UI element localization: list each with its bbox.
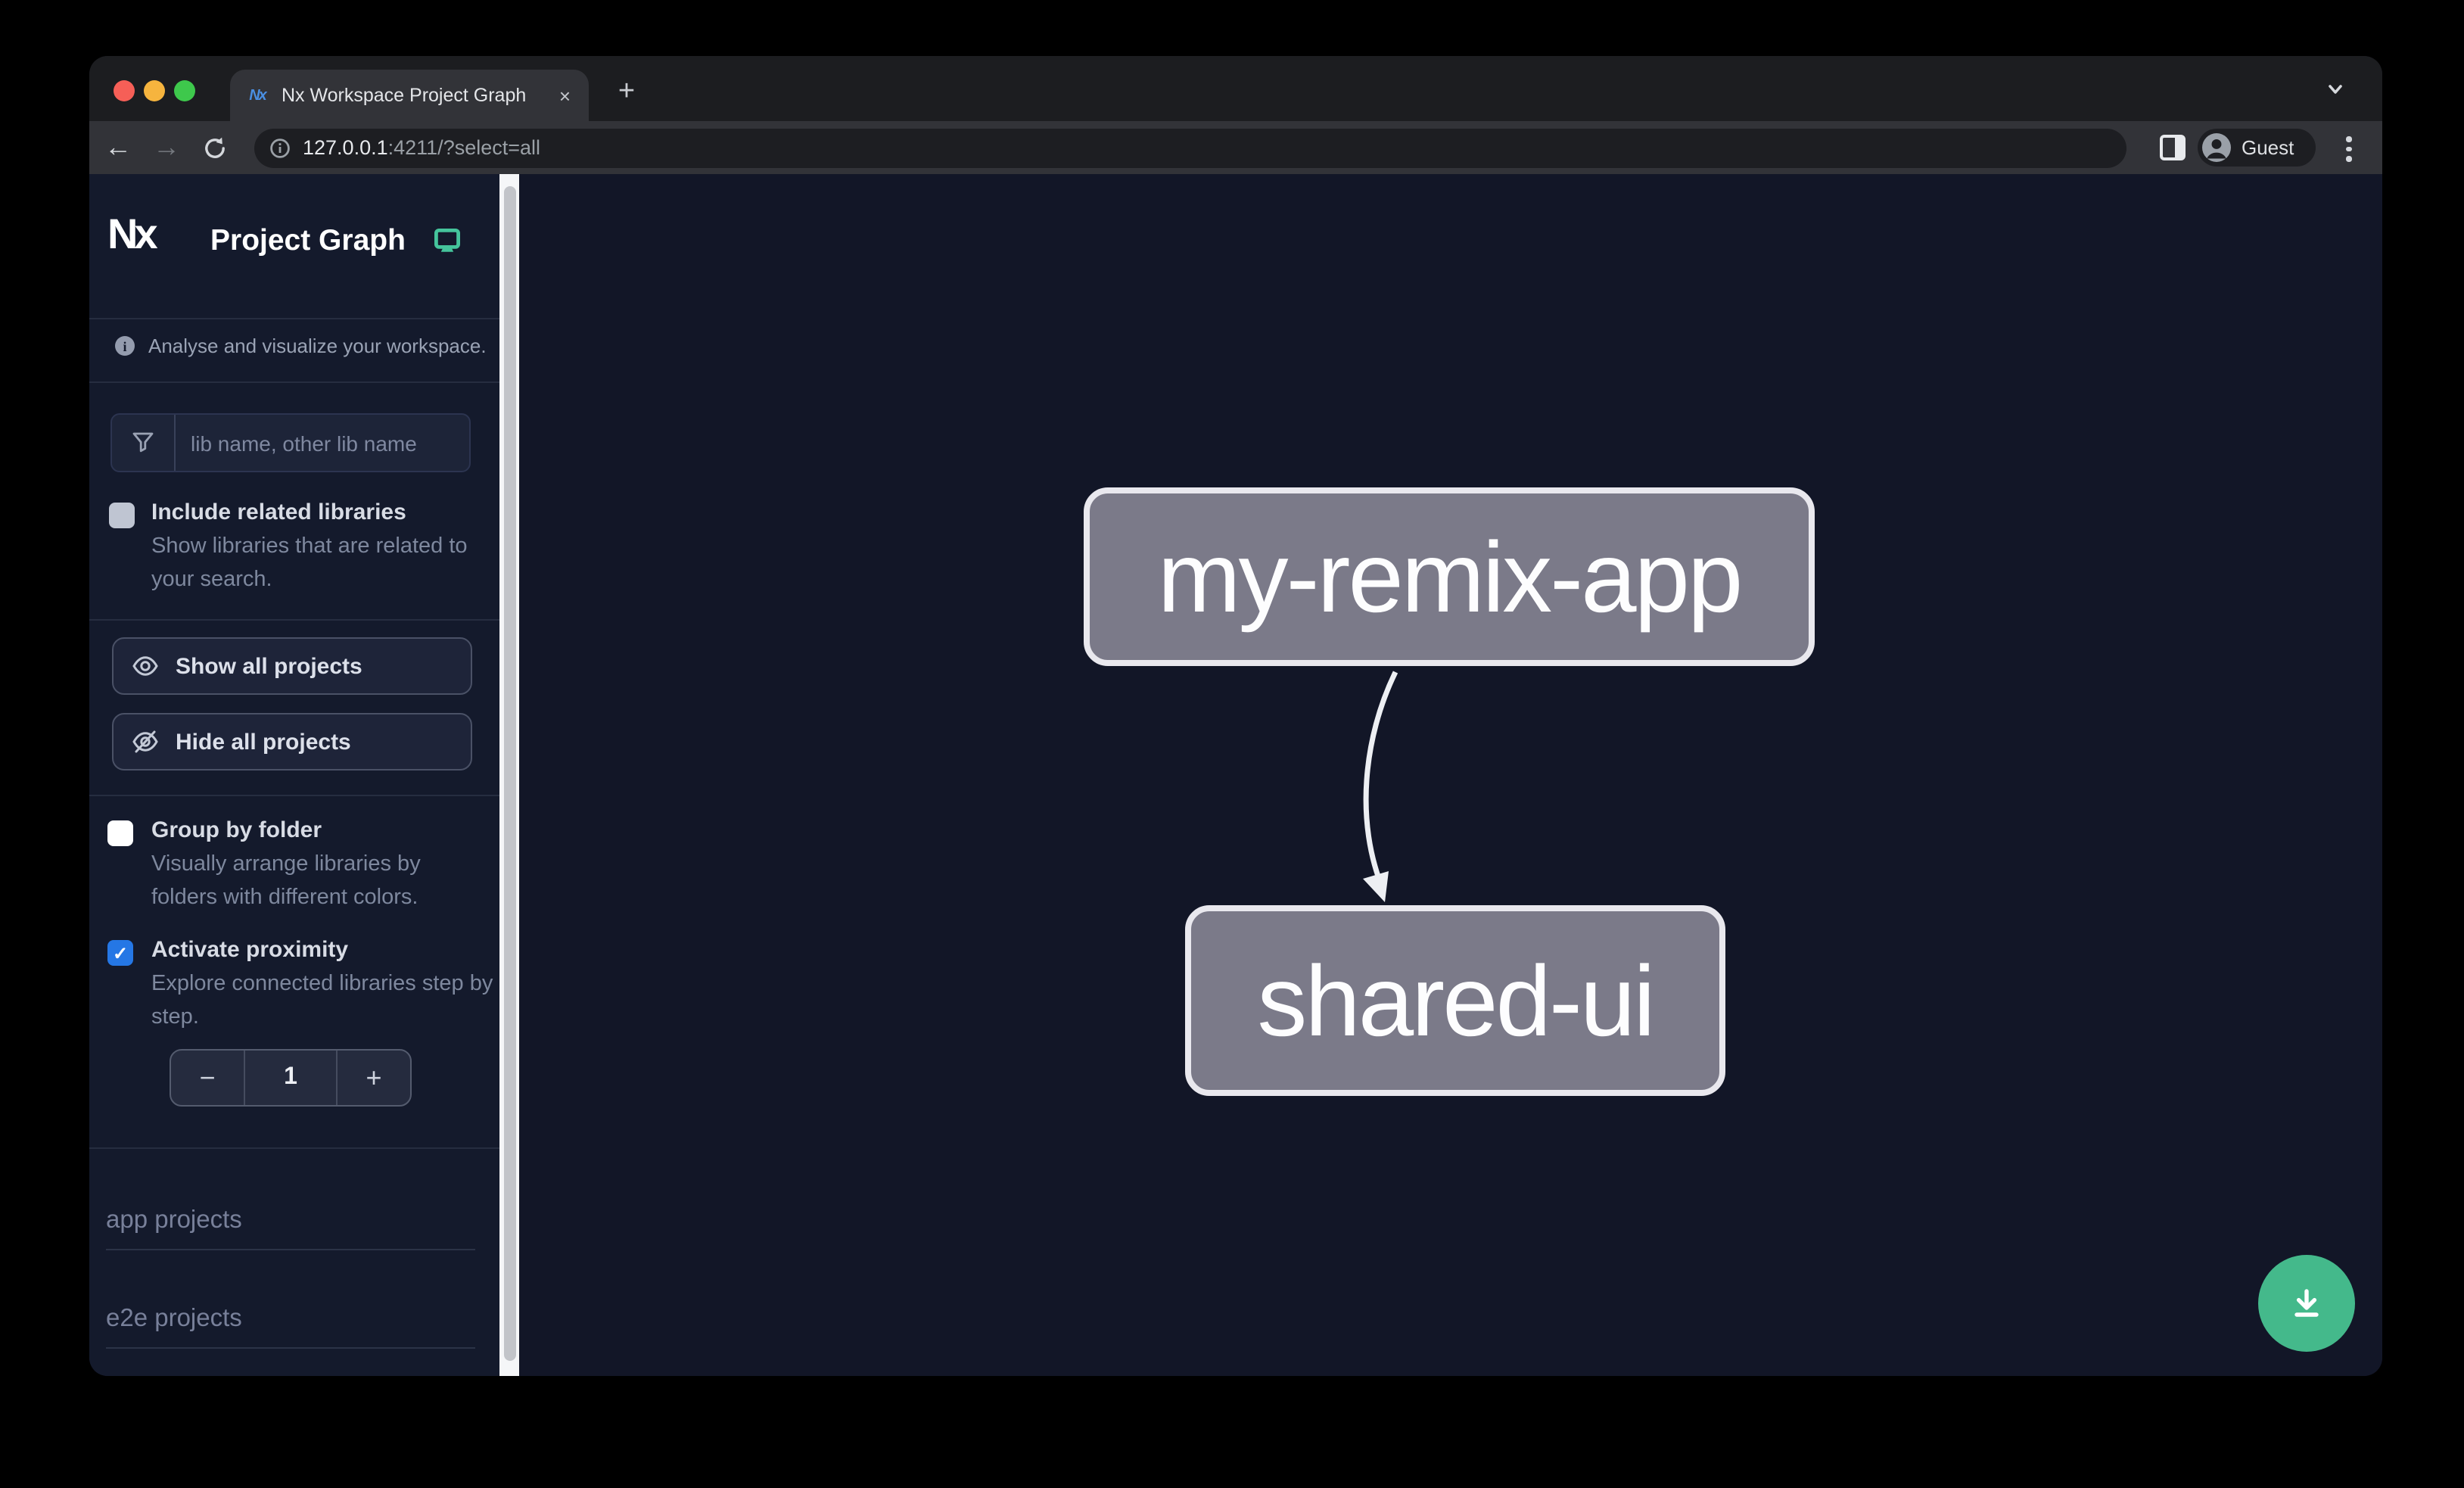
graph-canvas[interactable]: my-remix-app shared-ui — [519, 174, 2382, 1376]
profile-name: Guest — [2242, 136, 2294, 159]
activate-proximity-description: Explore connected libraries step by step… — [151, 972, 493, 1029]
section-app-projects: app projects — [106, 1206, 475, 1250]
divider — [89, 381, 499, 383]
stepper-increment-button[interactable]: + — [336, 1051, 410, 1105]
nx-logo: Nx — [107, 210, 158, 257]
hide-all-projects-button[interactable]: Hide all projects — [112, 713, 472, 770]
scrollbar-thumb[interactable] — [503, 186, 515, 1361]
tab-strip: Nx Nx Workspace Project Graph × + — [89, 56, 2382, 121]
sidebar-scrollbar[interactable] — [499, 174, 519, 1376]
tab-search-chevron-icon[interactable] — [2325, 79, 2346, 107]
stepper-decrement-button[interactable]: − — [171, 1051, 245, 1105]
filter-icon — [112, 415, 176, 471]
edge-my-remix-app-to-shared-ui[interactable] — [519, 174, 2382, 1376]
side-panel-icon[interactable] — [2160, 135, 2186, 160]
group-by-folder-label: Group by folder — [151, 817, 322, 843]
browser-toolbar: ← → 127.0.0.1:4211/?select=all — [89, 121, 2382, 174]
node-shared-ui[interactable]: shared-ui — [1185, 905, 1725, 1096]
info-icon: i — [115, 336, 135, 356]
tab-close-icon[interactable]: × — [558, 84, 571, 107]
group-by-folder-checkbox[interactable] — [107, 820, 133, 846]
group-by-folder-description: Visually arrange libraries by folders wi… — [151, 852, 421, 910]
download-icon — [2294, 1289, 2319, 1317]
divider — [89, 1147, 499, 1149]
url-host: 127.0.0.1 — [303, 136, 388, 159]
show-all-projects-label: Show all projects — [176, 653, 362, 679]
url-text: 127.0.0.1:4211/?select=all — [303, 136, 540, 159]
tagline-text: Analyse and visualize your workspace. — [148, 335, 487, 357]
include-related-label: Include related libraries — [151, 500, 406, 525]
sidebar: Nx Project Graph i Analyse and visualize… — [89, 174, 499, 1376]
hide-all-projects-label: Hide all projects — [176, 729, 351, 755]
site-info-icon[interactable] — [269, 137, 291, 158]
activate-proximity-checkbox[interactable]: ✓ — [107, 940, 133, 966]
arrowhead-icon — [1363, 871, 1389, 902]
search-box — [110, 413, 471, 472]
divider — [89, 795, 499, 796]
nx-graph-app: Nx Project Graph i Analyse and visualize… — [89, 174, 2382, 1376]
activate-proximity-label: Activate proximity — [151, 937, 349, 963]
nx-favicon-icon: Nx — [249, 87, 267, 104]
new-tab-button[interactable]: + — [618, 76, 636, 107]
stepper-value[interactable]: 1 — [284, 1064, 297, 1090]
search-input[interactable] — [176, 431, 469, 455]
divider — [89, 318, 499, 319]
eye-off-icon — [132, 730, 158, 753]
download-image-button[interactable] — [2258, 1255, 2355, 1352]
monitor-icon — [434, 229, 461, 263]
forward-button[interactable]: → — [153, 132, 180, 162]
browser-menu-icon[interactable] — [2343, 133, 2354, 164]
reload-button[interactable] — [194, 121, 236, 174]
url-path: :4211/?select=all — [387, 136, 541, 159]
section-e2e-projects: e2e projects — [106, 1305, 475, 1349]
tab-title: Nx Workspace Project Graph — [282, 85, 527, 106]
macos-zoom-button[interactable] — [174, 80, 195, 101]
macos-close-button[interactable] — [114, 80, 135, 101]
include-related-description: Show libraries that are related to your … — [151, 534, 468, 592]
show-all-projects-button[interactable]: Show all projects — [112, 637, 472, 695]
tagline-row: i Analyse and visualize your workspace. — [115, 335, 487, 357]
browser-tab[interactable]: Nx Nx Workspace Project Graph × — [230, 70, 589, 121]
profile-button[interactable]: Guest — [2198, 129, 2316, 167]
address-bar[interactable]: 127.0.0.1:4211/?select=all — [254, 128, 2126, 167]
back-button[interactable]: ← — [104, 132, 132, 162]
proximity-stepper: − 1 + — [170, 1049, 412, 1107]
node-my-remix-app[interactable]: my-remix-app — [1084, 487, 1815, 666]
page-title: Project Graph — [210, 224, 406, 257]
browser-window: Nx Nx Workspace Project Graph × + ← → — [89, 56, 2382, 1376]
eye-icon — [132, 656, 158, 676]
divider — [89, 619, 499, 621]
macos-minimize-button[interactable] — [144, 80, 165, 101]
avatar — [2202, 133, 2231, 162]
include-related-checkbox[interactable] — [109, 503, 135, 528]
